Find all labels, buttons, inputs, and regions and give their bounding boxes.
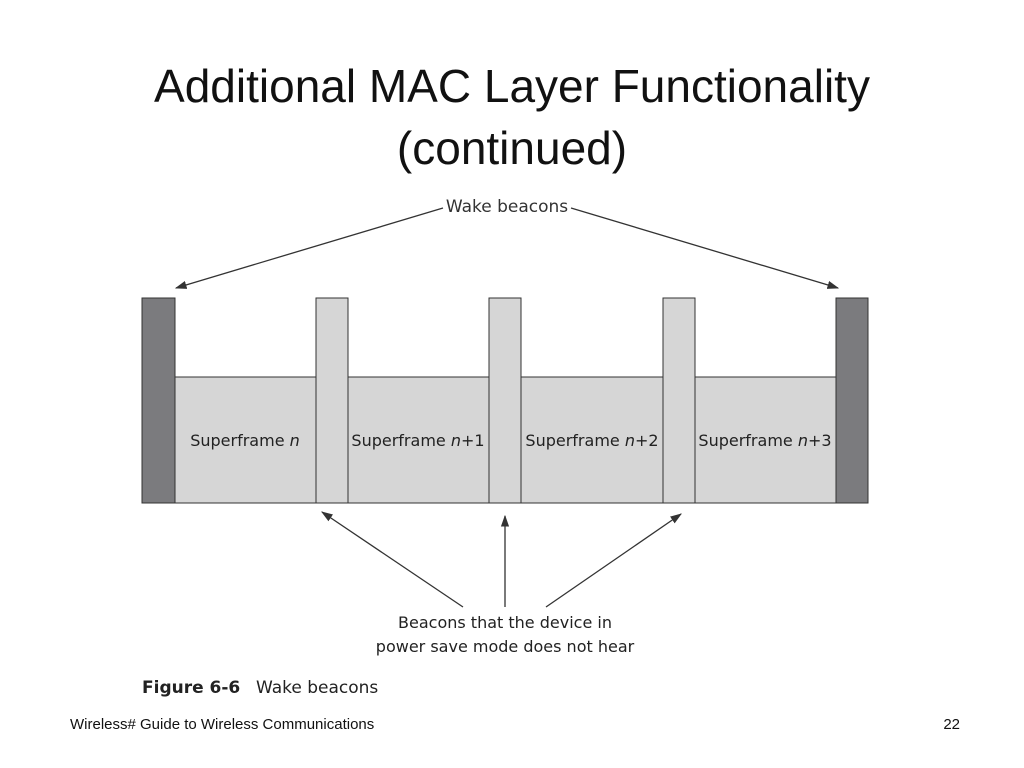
figure-caption-label: Figure 6-6 — [142, 678, 240, 698]
beacon-bar — [315, 297, 349, 504]
beacons-note-line-2: power save mode does not hear — [376, 637, 635, 656]
wake-beacon-left — [141, 297, 176, 504]
beacon-arrow-right — [545, 513, 682, 608]
superframe-label-2: Superframe n+2 — [525, 431, 658, 450]
slide-title: Additional MAC Layer Functionality (cont… — [0, 55, 1024, 179]
wake-arrow-left — [174, 207, 444, 289]
title-line-2: (continued) — [396, 122, 628, 174]
beacon-arrow-left — [321, 511, 464, 608]
wake-beacons-label: Wake beacons — [446, 197, 568, 217]
superframe-block — [520, 376, 664, 504]
superframe-label-1: Superframe n+1 — [351, 431, 484, 450]
superframe-block — [174, 376, 317, 504]
superframe-label-3: Superframe n+3 — [698, 431, 831, 450]
slide-number: 22 — [943, 716, 960, 733]
title-line-1: Additional MAC Layer Functionality — [154, 60, 870, 112]
figure-caption-text: Wake beacons — [256, 678, 378, 698]
wake-arrow-right — [570, 207, 840, 289]
superframe-label-0: Superframe n — [190, 431, 300, 450]
wake-beacon-right — [835, 297, 869, 504]
beacons-note-line-1: Beacons that the device in — [398, 613, 612, 632]
superframe-block — [694, 376, 837, 504]
beacon-bar — [662, 297, 696, 504]
beacon-bar — [488, 297, 522, 504]
footer-book-title: Wireless# Guide to Wireless Communicatio… — [70, 716, 375, 733]
